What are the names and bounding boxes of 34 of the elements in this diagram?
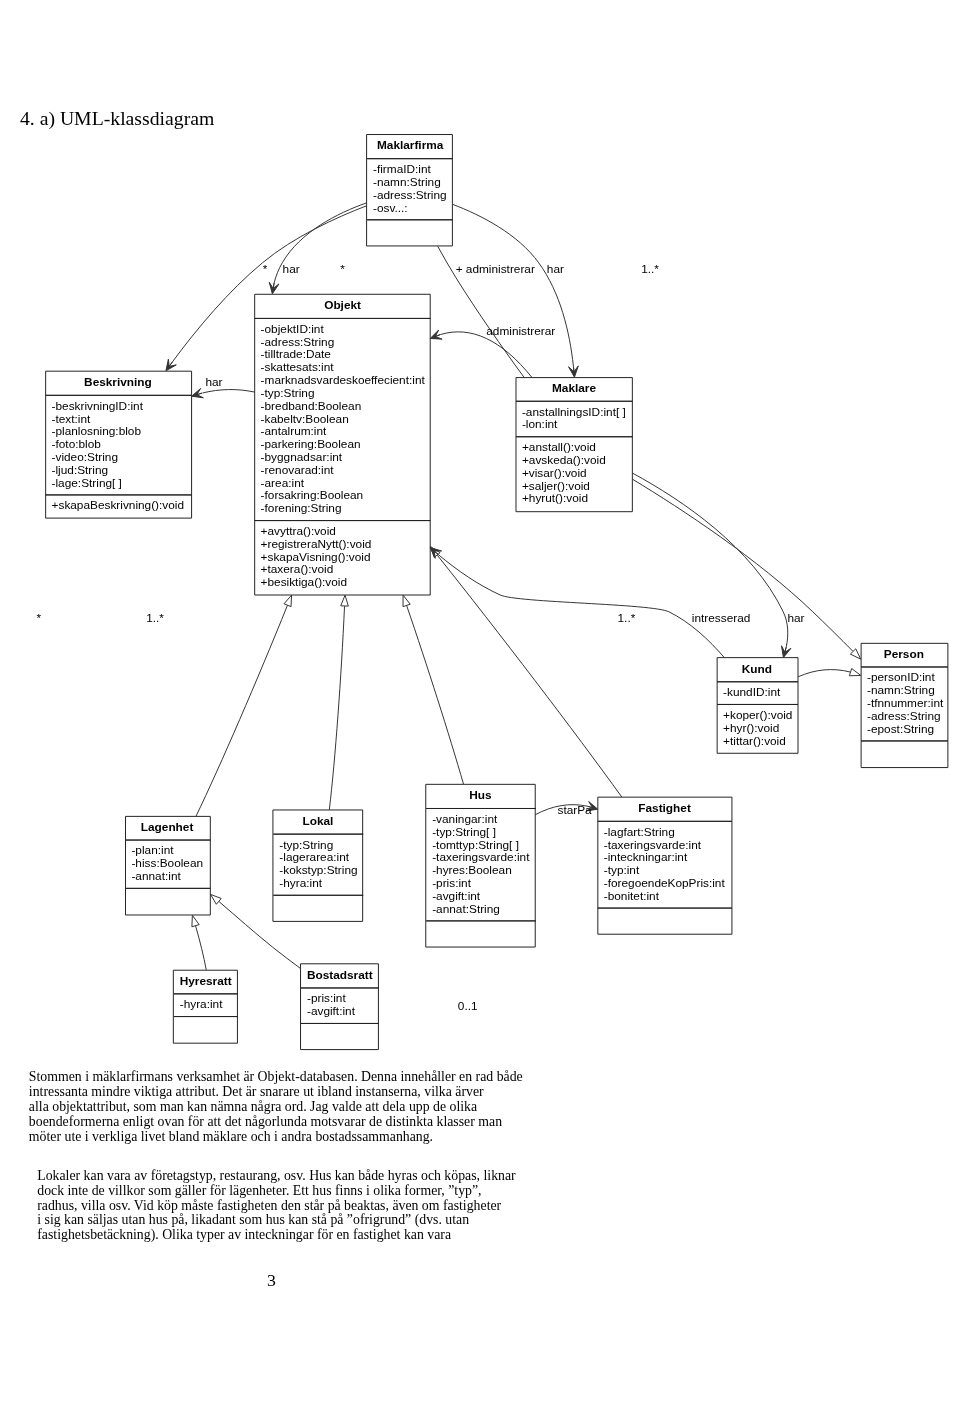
arrow <box>195 594 293 817</box>
label: * <box>340 262 345 277</box>
arrow <box>210 893 301 969</box>
arrow <box>632 472 792 659</box>
arrow <box>429 329 533 378</box>
edge-label: har <box>546 262 564 277</box>
edge-label: * <box>262 262 268 277</box>
arrow <box>191 914 207 971</box>
arrow <box>268 202 367 295</box>
arrow <box>797 668 862 678</box>
edge-label: har <box>282 262 300 277</box>
edge-label: starPa <box>557 803 592 818</box>
label: Lokaler kan vara av företagstyp, restaurang, osv. Hus kan både hyras och köpas, liknar dock inte de villkor som gäller för lägenheter. Ett hus finns i olika former, ”typ”, radhus, villa osv. Vid köp måste fastigheten den står på beaktas, även om fastigheter i sig kan säljas utan hus på, likadant som hus kan stå på ”ofrigrund” (dvs. utan fastighetsbetäckning). Olika typer av inteckningar för en fastighet kan vara <box>37 1167 516 1243</box>
arrow <box>452 203 579 378</box>
arrow <box>632 478 862 660</box>
arrow <box>328 594 349 811</box>
arrow <box>165 205 367 372</box>
arrow <box>534 801 599 816</box>
connector <box>437 245 525 378</box>
label: * <box>36 611 42 626</box>
edge-label: har <box>205 375 223 390</box>
arrow <box>402 594 464 785</box>
edge-label: administrerar <box>486 324 556 339</box>
label: 3 <box>267 1269 276 1290</box>
label: 1..* <box>617 611 636 626</box>
label: 0..1 <box>457 998 478 1013</box>
edge-label: + administrerar <box>455 262 535 277</box>
diagram-title: 4. a) UML-klassdiagram <box>19 106 215 129</box>
arrow <box>191 387 256 399</box>
edge-label: har <box>787 611 805 626</box>
label: 1..* <box>146 611 164 626</box>
label: 1..* <box>641 262 659 277</box>
label: Stommen i mäklarfirmans verksamhet är Objekt-databasen. Denna innehåller en rad både intressanta mindre viktiga attribut. Det är snarare ut ibland instanserna, vilka ärver alla objektattribut, som man kan nämna några ord. Jag valde att dela upp de olika boendeformerna enligt ovan för att det någorlunda motsvarar de distinkta klasser man möter ute i verkliga livet bland mäklare och i andra bostadssammanhang. <box>28 1069 523 1144</box>
edge-label: intresserad <box>691 611 751 626</box>
